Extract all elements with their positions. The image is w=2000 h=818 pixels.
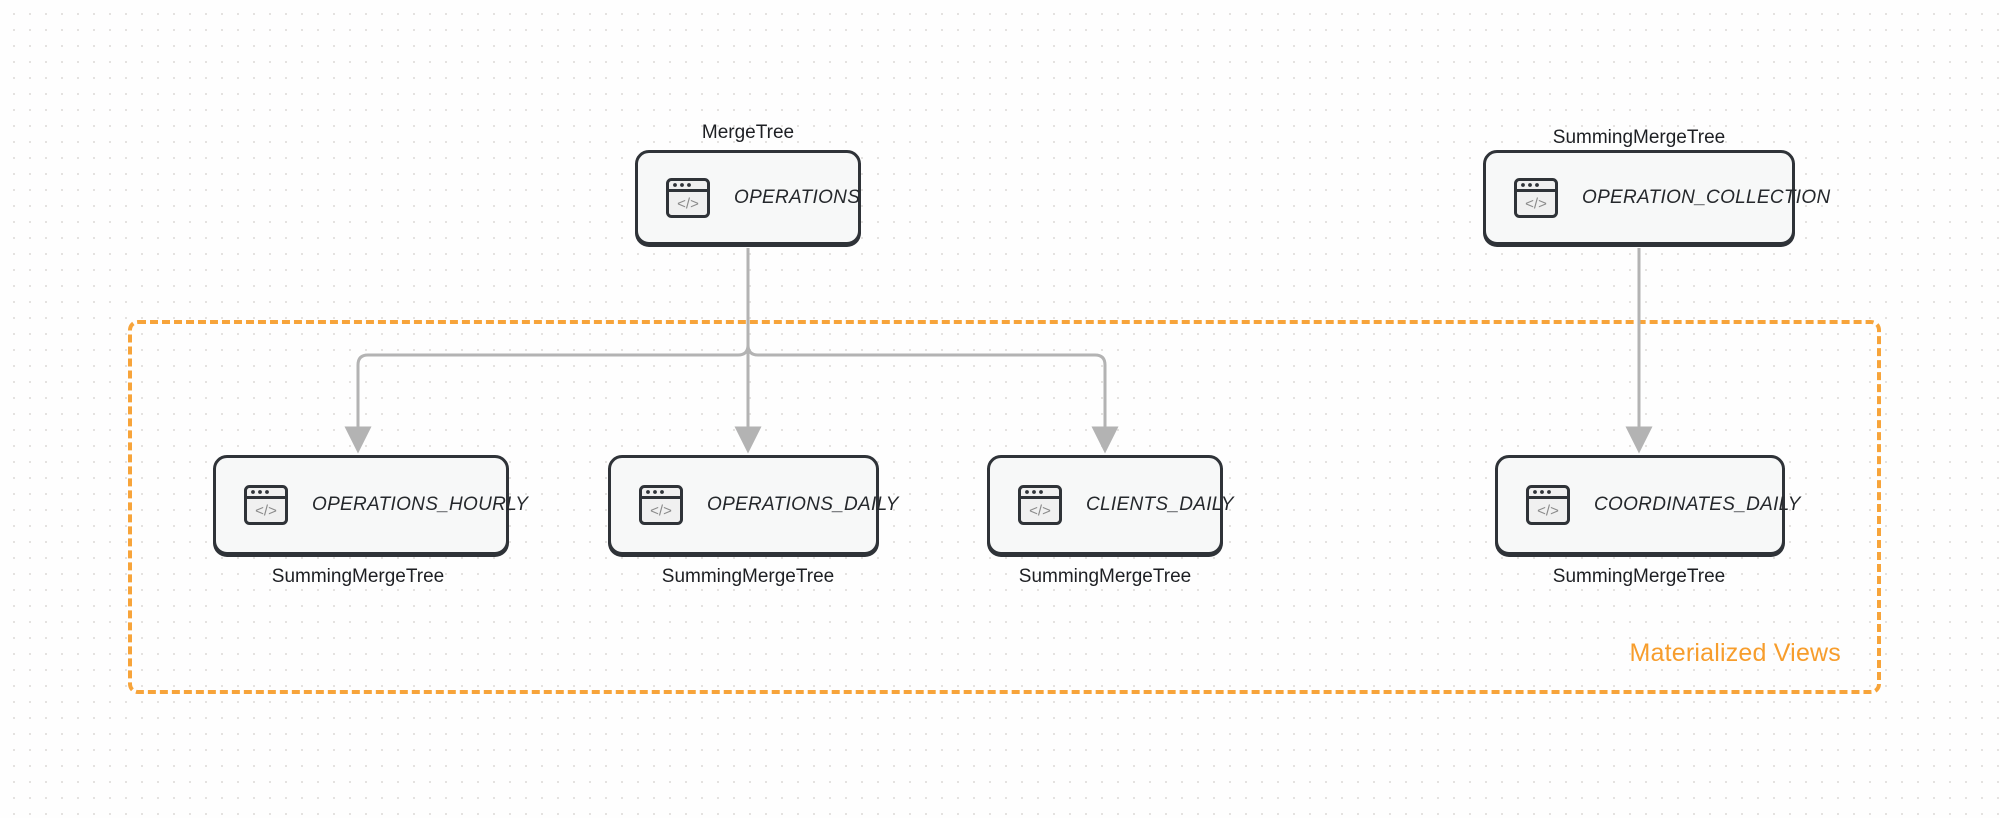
- node-label-operations-hourly: OPERATIONS_HOURLY: [312, 494, 529, 515]
- svg-text:</>: </>: [1537, 503, 1559, 520]
- code-window-icon: </>: [637, 481, 685, 529]
- svg-text:</>: </>: [1525, 195, 1547, 212]
- code-window-icon: </>: [1512, 174, 1560, 222]
- engine-label-operation-collection: SummingMergeTree: [1552, 127, 1726, 148]
- code-window-icon: </>: [664, 174, 712, 222]
- node-label-coordinates-daily: COORDINATES_DAILY: [1594, 494, 1801, 515]
- node-coordinates-daily[interactable]: </> COORDINATES_DAILY: [1495, 455, 1800, 555]
- node-operation-collection[interactable]: </> OPERATION_COLLECTION: [1483, 150, 1830, 245]
- node-clients-daily[interactable]: </> CLIENTS_DAILY: [987, 455, 1234, 555]
- svg-text:</>: </>: [650, 503, 672, 520]
- code-window-icon: </>: [242, 481, 290, 529]
- node-operations[interactable]: </> OPERATIONS: [635, 150, 861, 245]
- engine-label-clients-daily: SummingMergeTree: [1018, 566, 1192, 587]
- materialized-views-group[interactable]: Materialized Views: [128, 320, 1881, 694]
- node-operations-hourly[interactable]: </> OPERATIONS_HOURLY: [213, 455, 528, 555]
- node-operations-daily[interactable]: </> OPERATIONS_DAILY: [608, 455, 898, 555]
- node-label-operations-daily: OPERATIONS_DAILY: [707, 494, 899, 515]
- svg-text:</>: </>: [1029, 503, 1051, 520]
- code-window-icon: </>: [1016, 481, 1064, 529]
- node-label-operations: OPERATIONS: [734, 186, 861, 208]
- node-label-operation-collection: OPERATION_COLLECTION: [1582, 186, 1831, 208]
- svg-text:</>: </>: [255, 503, 277, 520]
- svg-text:</>: </>: [677, 195, 699, 212]
- engine-label-coordinates-daily: SummingMergeTree: [1552, 566, 1726, 587]
- engine-label-operations-hourly: SummingMergeTree: [271, 566, 445, 587]
- code-window-icon: </>: [1524, 481, 1572, 529]
- engine-label-operations: MergeTree: [701, 122, 795, 143]
- node-label-clients-daily: CLIENTS_DAILY: [1086, 494, 1234, 515]
- engine-label-operations-daily: SummingMergeTree: [661, 566, 835, 587]
- materialized-views-label: Materialized Views: [1629, 639, 1841, 667]
